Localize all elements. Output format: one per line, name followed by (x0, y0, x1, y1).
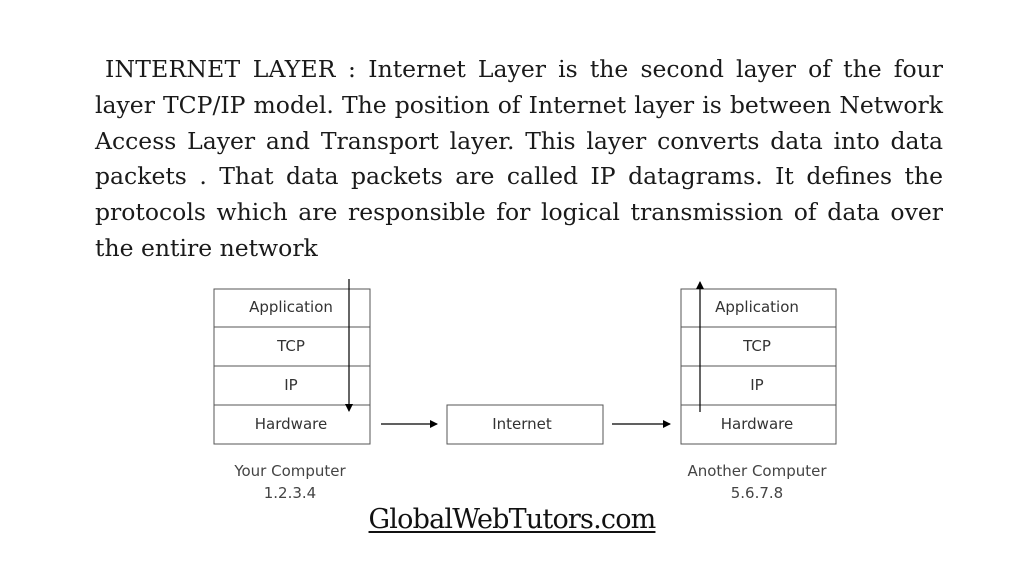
another-computer-caption: Another Computer (687, 462, 827, 480)
your-computer-caption: Your Computer (233, 462, 346, 480)
layer-label-ip: IP (284, 376, 297, 394)
your-computer-address: 1.2.3.4 (264, 484, 316, 502)
site-link[interactable]: GlobalWebTutors.com (368, 504, 657, 535)
layer-label-application: Application (249, 298, 333, 316)
layer-label-application: Application (715, 298, 799, 316)
description-paragraph: INTERNET LAYER : Internet Layer is the s… (95, 52, 943, 267)
another-computer-stack: Application TCP IP Hardware Another Comp… (680, 281, 837, 502)
description-text: Internet Layer is the second layer of th… (95, 55, 943, 262)
section-heading: INTERNET LAYER : (105, 55, 357, 83)
layer-label-hardware: Hardware (255, 415, 327, 433)
another-computer-address: 5.6.7.8 (731, 484, 783, 502)
internet-label: Internet (492, 415, 552, 433)
internet-node: Internet (446, 404, 604, 445)
layer-label-hardware: Hardware (721, 415, 793, 433)
your-computer-stack: Application TCP IP Hardware Your Compute… (213, 279, 371, 502)
internet-box (446, 404, 604, 445)
layer-label-tcp: TCP (276, 337, 305, 355)
layer-label-tcp: TCP (742, 337, 771, 355)
layer-label-ip: IP (750, 376, 763, 394)
